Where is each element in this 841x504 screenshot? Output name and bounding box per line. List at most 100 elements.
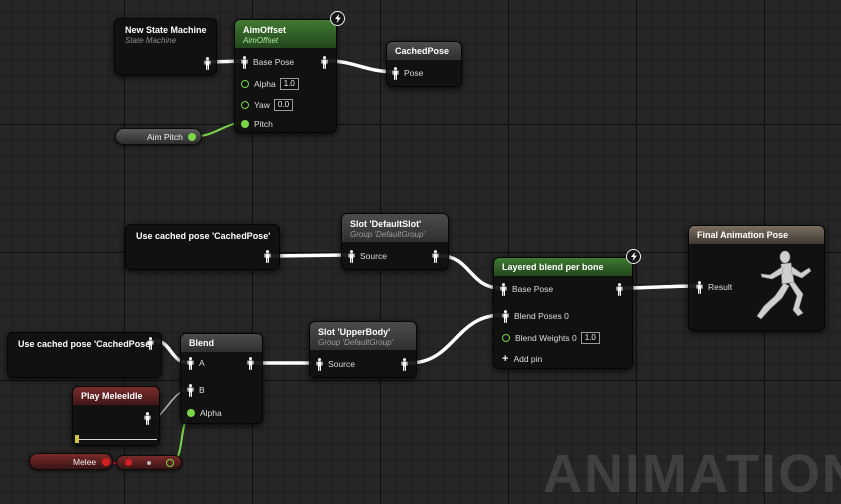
use-cached-output-pin-2[interactable] xyxy=(147,336,154,350)
final-animation-pose-node[interactable]: Final Animation Pose Result xyxy=(688,225,825,331)
blend-b-label: B xyxy=(199,385,205,395)
blend-alpha-pin[interactable]: Alpha xyxy=(187,406,222,420)
play-meleeidle-node[interactable]: Play MeleeIdle xyxy=(72,386,160,446)
melee-label: Melee xyxy=(73,456,97,467)
layered-blend-blendposes-label: Blend Poses 0 xyxy=(514,311,569,321)
wire-usecached-to-slotdefault xyxy=(270,253,348,258)
float-pin-icon xyxy=(241,101,249,109)
aimoffset-subtitle: AimOffset xyxy=(243,36,279,45)
layered-blend-weights-value[interactable]: 1.0 xyxy=(580,332,600,344)
pose-pin-icon xyxy=(187,383,194,397)
slot-defaultslot-output-pin[interactable] xyxy=(432,249,439,263)
pose-pin-icon xyxy=(204,56,211,70)
running-mannequin-icon xyxy=(756,250,812,320)
blend-a-pin[interactable]: A xyxy=(187,356,205,370)
state-machine-node[interactable]: New State Machine State Machine xyxy=(114,18,217,75)
slot-defaultslot-subtitle: Group 'DefaultGroup' xyxy=(350,230,426,239)
slot-upperbody-source-label: Source xyxy=(328,359,355,369)
slot-upperbody-source-pin[interactable]: Source xyxy=(316,357,355,371)
layered-blend-weights-label: Blend Weights 0 xyxy=(515,333,577,343)
play-meleeidle-output-pin[interactable] xyxy=(144,411,151,425)
blend-b-pin[interactable]: B xyxy=(187,383,205,397)
aimoffset-yaw-label: Yaw xyxy=(254,100,270,110)
aimoffset-alpha-value[interactable]: 1.0 xyxy=(279,78,299,90)
layered-blend-basepose-label: Base Pose xyxy=(512,284,554,294)
conversion-dot-icon xyxy=(147,460,151,465)
use-cached-pose-node-2[interactable]: Use cached pose 'CachedPose' xyxy=(7,332,162,378)
slot-upperbody-node[interactable]: Slot 'UpperBody' Group 'DefaultGroup' So… xyxy=(309,321,417,378)
blend-alpha-label: Alpha xyxy=(200,408,222,418)
aimoffset-pitch-pin[interactable]: Pitch xyxy=(241,117,273,131)
use-cached-pose-node-1[interactable]: Use cached pose 'CachedPose' xyxy=(125,224,280,270)
cachedpose-pose-label: Pose xyxy=(404,68,424,78)
cachedpose-pose-pin[interactable]: Pose xyxy=(392,66,423,80)
bool-input-pin-icon[interactable] xyxy=(125,459,132,466)
cachedpose-save-node[interactable]: CachedPose Pose xyxy=(386,41,462,87)
use-cached-output-pin-1[interactable] xyxy=(264,249,271,263)
scrubber-track xyxy=(75,439,157,440)
aim-pitch-variable[interactable]: Aim Pitch xyxy=(115,128,202,145)
pose-pin-icon xyxy=(502,309,509,323)
scrubber-handle[interactable] xyxy=(75,435,79,443)
float-pin-icon xyxy=(241,120,249,128)
aimoffset-title: AimOffset xyxy=(243,25,287,35)
pose-pin-icon xyxy=(696,280,703,294)
play-meleeidle-title: Play MeleeIdle xyxy=(81,391,143,401)
slot-upperbody-subtitle: Group 'DefaultGroup' xyxy=(318,338,394,347)
aimoffset-alpha-pin[interactable]: Alpha 1.0 xyxy=(241,77,299,91)
pose-pin-icon xyxy=(144,411,151,425)
layered-blend-blendposes-pin[interactable]: Blend Poses 0 xyxy=(502,309,569,323)
final-pose-result-label: Result xyxy=(708,282,733,292)
layered-blend-output-pin[interactable] xyxy=(616,282,623,296)
use-cached-pose-title-2: Use cached pose 'CachedPose' xyxy=(18,339,153,349)
state-machine-subtitle: State Machine xyxy=(125,36,177,45)
layered-blend-weights-pin[interactable]: Blend Weights 0 1.0 xyxy=(502,331,600,345)
slot-defaultslot-node[interactable]: Slot 'DefaultSlot' Group 'DefaultGroup' … xyxy=(341,213,449,270)
melee-variable[interactable]: Melee xyxy=(29,453,113,470)
pose-pin-icon xyxy=(500,282,507,296)
aimoffset-basepose-pin[interactable]: Base Pose xyxy=(241,55,294,69)
float-pin-icon xyxy=(502,334,510,342)
pose-pin-icon xyxy=(616,282,623,296)
pose-pin-icon xyxy=(321,55,328,69)
bool-to-float-conversion[interactable] xyxy=(116,455,182,470)
play-meleeidle-scrubber[interactable] xyxy=(75,435,157,443)
pose-pin-icon xyxy=(392,66,399,80)
aimoffset-pitch-label: Pitch xyxy=(254,119,273,129)
float-pin-icon xyxy=(187,409,195,417)
slot-defaultslot-source-pin[interactable]: Source xyxy=(348,249,387,263)
pose-pin-icon xyxy=(241,55,248,69)
slot-upperbody-output-pin[interactable] xyxy=(401,357,408,371)
aimoffset-output-pin[interactable] xyxy=(321,55,328,69)
pose-pin-icon xyxy=(264,249,271,263)
aimoffset-yaw-pin[interactable]: Yaw 0.0 xyxy=(241,98,294,112)
use-cached-pose-title-1: Use cached pose 'CachedPose' xyxy=(136,231,271,241)
float-pin-icon[interactable] xyxy=(187,132,196,141)
slot-defaultslot-source-label: Source xyxy=(360,251,387,261)
pose-pin-icon xyxy=(348,249,355,263)
aimoffset-node[interactable]: AimOffset AimOffset Base Pose Alpha 1.0 … xyxy=(234,19,337,133)
aimoffset-alpha-label: Alpha xyxy=(254,79,276,89)
fast-path-lightning-icon xyxy=(330,11,345,26)
blend-node[interactable]: Blend A B Alpha xyxy=(180,333,263,424)
layered-blend-add-pin-button[interactable]: + Add pin xyxy=(502,352,542,366)
pose-pin-icon xyxy=(147,336,154,350)
final-pose-result-pin[interactable]: Result xyxy=(696,280,732,294)
pose-pin-icon xyxy=(187,356,194,370)
wire-layered-to-final xyxy=(624,284,699,290)
pose-pin-icon xyxy=(432,249,439,263)
pose-pin-icon xyxy=(401,357,408,371)
plus-icon: + xyxy=(502,352,509,365)
wire-slotdefault-to-layered xyxy=(439,254,502,290)
pose-pin-icon xyxy=(316,357,323,371)
aimoffset-yaw-value[interactable]: 0.0 xyxy=(273,99,294,111)
blend-a-label: A xyxy=(199,358,205,368)
layered-blend-node[interactable]: Layered blend per bone Base Pose Blend P… xyxy=(493,257,633,369)
layered-blend-basepose-pin[interactable]: Base Pose xyxy=(500,282,553,296)
final-pose-title: Final Animation Pose xyxy=(697,230,789,240)
fast-path-lightning-icon xyxy=(626,249,641,264)
float-output-pin-icon[interactable] xyxy=(166,458,174,467)
bool-pin-icon[interactable] xyxy=(102,457,111,466)
blend-output-pin[interactable] xyxy=(247,356,254,370)
state-machine-output-pin[interactable] xyxy=(204,56,211,70)
